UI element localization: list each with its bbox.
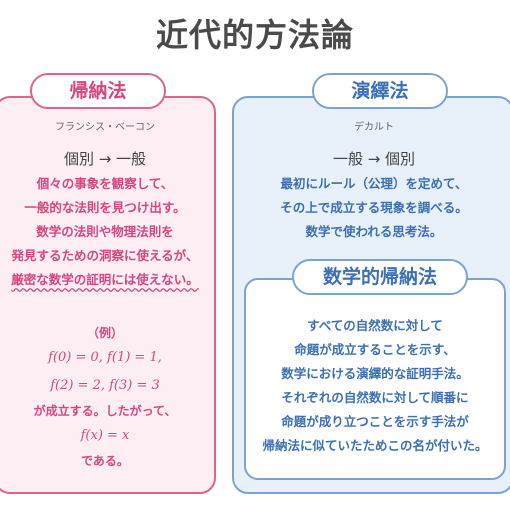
induction-line: 一般的な法則を見つけ出す。 (24, 200, 186, 215)
example-end-text: である。 (81, 454, 129, 468)
example-equation-3: f(x) = x (80, 428, 130, 443)
example-heading: （例） (86, 326, 123, 340)
induction-rule: 個別 → 一般 (63, 150, 147, 168)
deduction-label: 演繹法 (312, 73, 448, 109)
example-equation-1: f(0) = 0, f(1) = 1, (48, 350, 162, 365)
induction-panel (0, 96, 216, 494)
induction-line: 発見するための洞察に使えるが、 (11, 248, 199, 263)
induction-warning-text: 厳密な数学の証明には使えない。 (11, 272, 199, 287)
deduction-description: 最初にルール（公理）を定めて、 その上で成立する現象を調べる。 数学で使われる思… (238, 172, 510, 244)
math-induction-line: 帰納法に似ていたためこの名が付いた。 (262, 438, 488, 453)
induction-example: （例） f(0) = 0, f(1) = 1, f(2) = 2, f(3) =… (0, 322, 210, 472)
math-induction-line: それぞれの自然数に対して順番に (281, 390, 469, 405)
induction-line: 個々の事象を観察して、 (36, 176, 174, 191)
induction-description: 個々の事象を観察して、 一般的な法則を見つけ出す。 数学の法則や物理法則を 発見… (0, 172, 210, 292)
math-induction-label: 数学的帰納法 (292, 259, 468, 295)
deduction-subtitle: デカルト (354, 122, 394, 133)
deduction-line: 数学で使われる思考法。 (305, 224, 443, 239)
page-title: 近代的方法論 (155, 16, 354, 54)
induction-label: 帰納法 (30, 73, 166, 109)
math-induction-line: 数学における演繹的な証明手法。 (281, 366, 469, 381)
induction-subtitle: フランシス・ベーコン (55, 122, 155, 133)
math-induction-line: すべての自然数に対して (307, 318, 443, 333)
induction-line-emphasis: 厳密な数学の証明には使えない。 (0, 268, 210, 292)
deduction-line: 最初にルール（公理）を定めて、 (280, 176, 468, 191)
math-induction-line: 命題が成立することを示す、 (294, 342, 456, 357)
math-induction-description: すべての自然数に対して 命題が成立することを示す、 数学における演繹的な証明手法… (244, 314, 506, 458)
induction-line: 数学の法則や物理法則を (36, 224, 174, 239)
deduction-rule: 一般 → 個別 (332, 150, 416, 168)
deduction-line: その上で成立する現象を調べる。 (280, 200, 468, 215)
example-middle-text: が成立する。したがって、 (33, 404, 177, 418)
math-induction-line: 命題が成り立つことを示す手法が (281, 414, 469, 429)
example-equation-2: f(2) = 2, f(3) = 3 (50, 378, 160, 393)
